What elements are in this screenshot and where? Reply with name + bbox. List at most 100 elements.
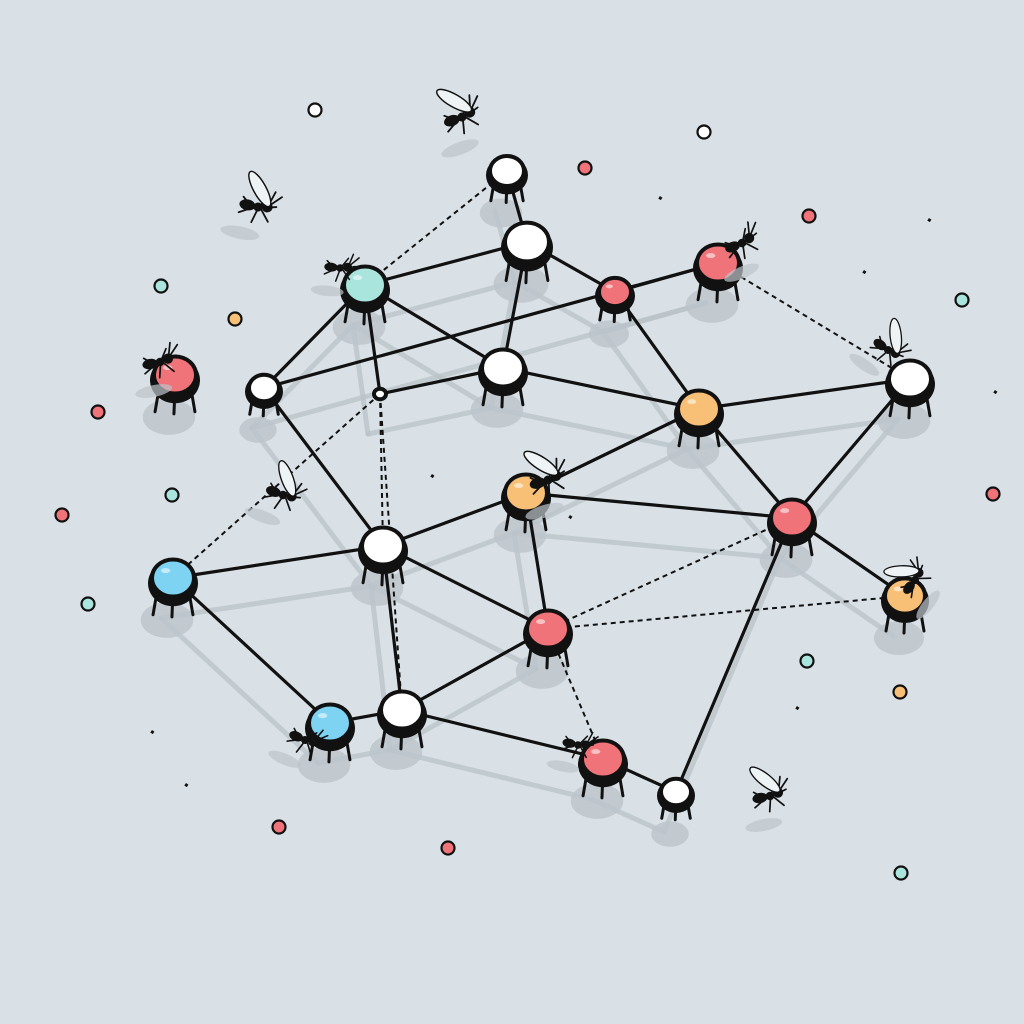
dashed-edge — [379, 393, 384, 547]
node-cap — [769, 497, 815, 539]
floating-dot — [799, 653, 815, 669]
insect-antenna — [315, 729, 324, 740]
speck — [927, 217, 932, 223]
dashed-edge — [379, 393, 403, 711]
insect-leg — [571, 746, 579, 759]
dashed-edge — [717, 262, 911, 380]
insect-shadow — [220, 225, 260, 241]
network-node — [377, 689, 427, 751]
insect-abdomen — [873, 338, 887, 351]
node-highlight — [536, 619, 546, 625]
insect-antenna — [588, 736, 599, 744]
insect-antenna — [747, 221, 750, 235]
insect-abdomen — [752, 792, 768, 804]
insect-antenna — [350, 257, 360, 266]
network-node — [523, 608, 573, 670]
insect-thorax — [765, 791, 775, 801]
insect-abdomen — [239, 199, 256, 211]
ant-icon — [310, 253, 360, 297]
node-cap — [379, 689, 425, 731]
insect-wing — [883, 565, 920, 578]
insect-layer — [135, 88, 940, 832]
insect-antenna — [899, 349, 912, 354]
node-cap — [360, 525, 406, 567]
insect-abdomen — [444, 114, 460, 127]
floating-dot — [954, 292, 970, 308]
node-cap — [307, 702, 353, 744]
network-node — [767, 497, 817, 559]
node-shadow — [685, 287, 739, 323]
node-shadow — [332, 309, 386, 345]
edge-shadow — [368, 583, 539, 672]
network-node — [578, 738, 628, 800]
network-edge — [363, 240, 529, 287]
insect-wing — [523, 450, 559, 477]
insect-thorax — [574, 741, 582, 749]
edge-shadow — [158, 583, 374, 621]
insect-leg — [340, 257, 350, 268]
node-cap — [247, 372, 281, 404]
edge-shadow — [249, 425, 374, 589]
dashed-edge — [547, 628, 604, 760]
node-cap — [372, 386, 388, 402]
node-cap — [887, 358, 933, 400]
insect-antenna — [916, 556, 920, 570]
mosquito-icon — [435, 88, 480, 158]
insect-shadow — [546, 760, 580, 773]
dashed-edge — [547, 595, 906, 630]
insect-leg — [742, 227, 747, 242]
mosquito-icon — [849, 317, 912, 376]
insect-abdomen — [289, 731, 304, 742]
edge-shadow — [365, 405, 494, 437]
node-highlight — [780, 508, 790, 514]
floating-dot — [801, 208, 817, 224]
insect-leg — [306, 741, 312, 756]
floating-dot — [985, 486, 1001, 502]
node-shadow — [142, 399, 196, 435]
insect-shadow — [525, 502, 564, 520]
insect-leg — [547, 481, 551, 498]
network-edge — [171, 544, 385, 580]
speck — [184, 783, 189, 788]
node-shadow — [297, 747, 351, 783]
network-node — [885, 358, 935, 420]
insect-shadow — [135, 384, 173, 398]
edge-shadow — [600, 329, 690, 452]
ant-icon — [268, 727, 329, 768]
insect-shadow — [724, 263, 760, 282]
insect-wing — [248, 170, 272, 208]
insect-antenna — [295, 488, 308, 496]
dashed-edge — [172, 393, 381, 579]
insect-abdomen — [562, 738, 576, 748]
insect-leg — [876, 351, 888, 361]
insect-thorax — [543, 475, 553, 485]
insect-leg — [742, 244, 746, 260]
edge-shadow — [511, 530, 783, 561]
node-cap — [503, 220, 551, 264]
insect-abdomen — [266, 486, 281, 497]
insect-leg — [158, 363, 162, 379]
insect-thorax — [457, 112, 467, 122]
node-highlight — [491, 358, 501, 364]
insect-leg — [260, 208, 269, 223]
node-cap — [150, 557, 196, 599]
insect-thorax — [336, 264, 344, 272]
node-highlight — [893, 586, 903, 592]
insect-shadow — [244, 507, 281, 525]
node-shadow — [874, 621, 924, 655]
network-edge — [262, 261, 720, 390]
node-shadow — [570, 783, 624, 819]
insect-head — [343, 262, 353, 272]
network-node — [486, 154, 528, 204]
speck — [150, 730, 155, 735]
node-cap — [597, 275, 633, 309]
edge-shadow — [684, 416, 901, 452]
insect-head — [162, 353, 174, 364]
insect-leg — [162, 362, 175, 373]
insect-leg — [768, 797, 772, 813]
node-highlight — [318, 713, 328, 719]
dashed-edge — [791, 378, 911, 519]
ant-icon — [546, 731, 599, 773]
node-shadow — [470, 392, 524, 428]
insect-shadow — [310, 285, 344, 297]
